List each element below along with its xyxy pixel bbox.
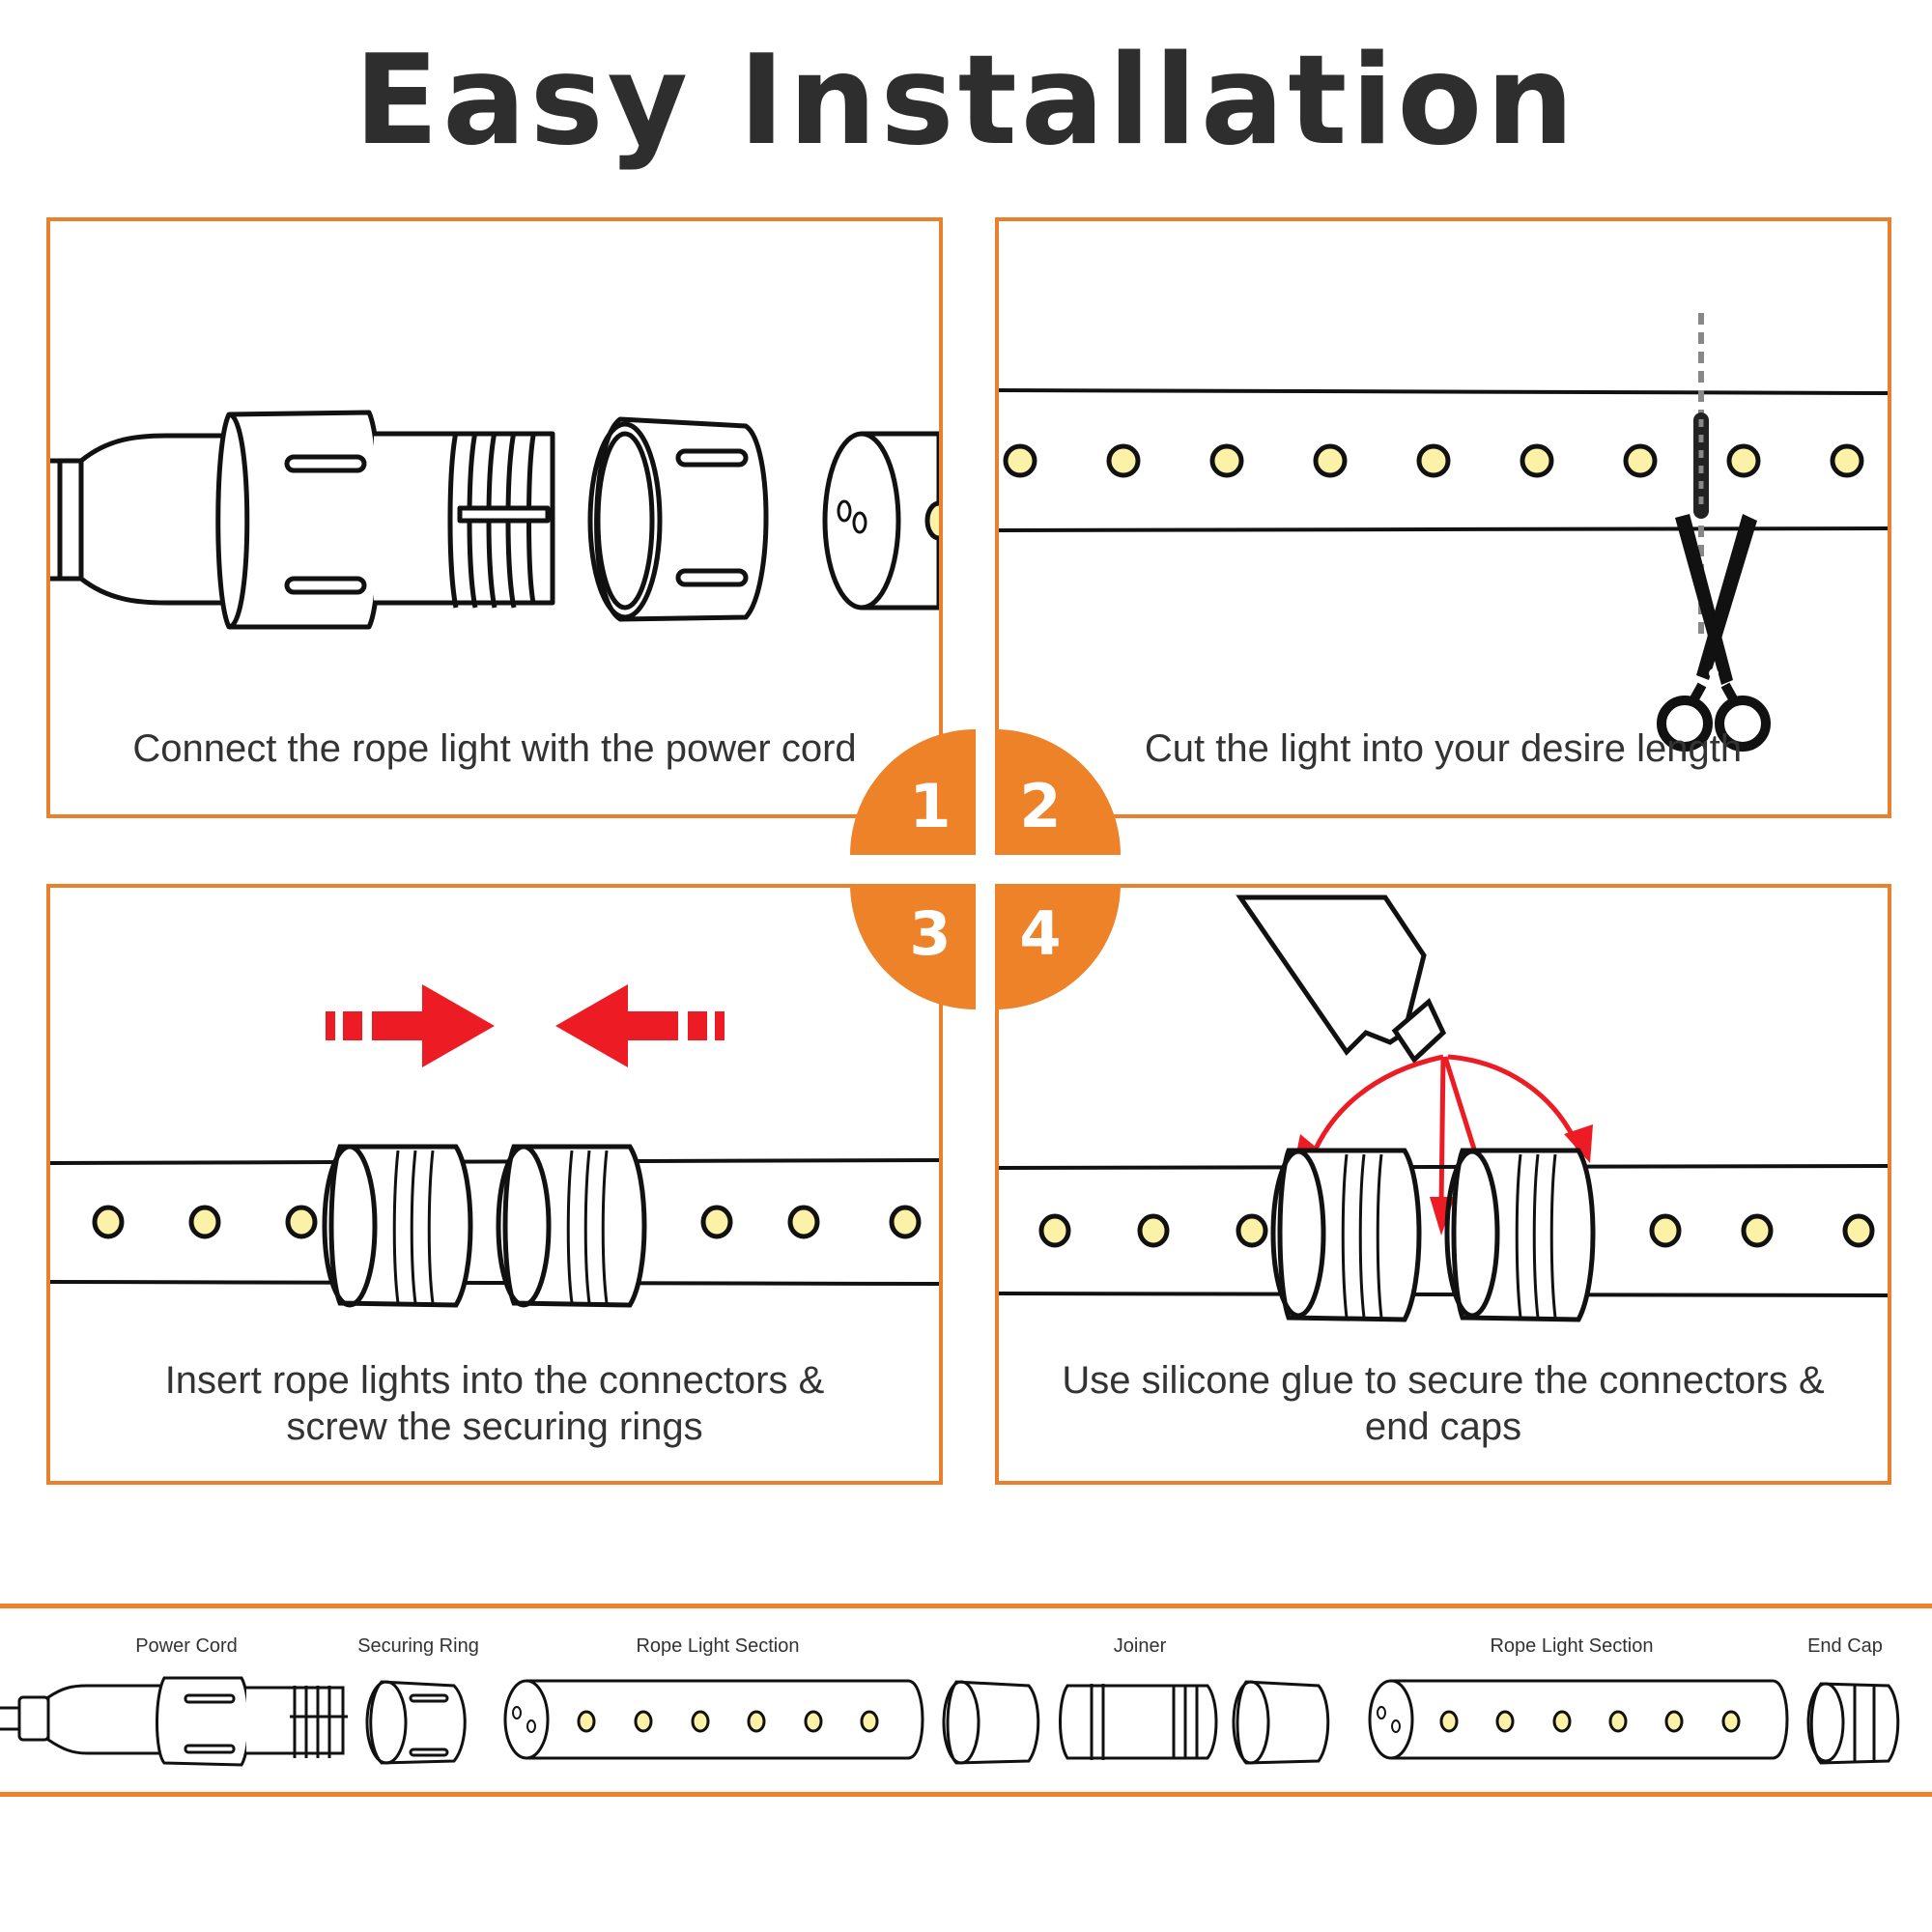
glue-tube-icon <box>1236 895 1447 1064</box>
led-dot <box>1313 443 1348 478</box>
step-1-panel: Connect the rope light with the power co… <box>46 217 943 818</box>
step-3-panel: Insert rope lights into the connectors &… <box>46 884 943 1485</box>
parts-legend: Power Cord Securing Ring Rope Light Sect… <box>0 1604 1932 1797</box>
power-cord-part <box>0 1676 348 1767</box>
led-dot <box>92 1205 125 1239</box>
step-4-caption-line-1: Use silicone glue to secure the connecto… <box>1062 1359 1825 1402</box>
page-title: Easy Installation <box>354 29 1578 173</box>
parts-illustration <box>0 1676 1900 1767</box>
step-3-caption-line-2: screw the securing rings <box>286 1406 703 1448</box>
led-dot <box>747 1710 766 1733</box>
led-dot <box>1741 1213 1774 1248</box>
pin-hole <box>512 1706 522 1719</box>
legend-label-joiner: Joiner <box>1113 1635 1167 1657</box>
legend-label-end-cap: End Cap <box>1807 1635 1883 1657</box>
legend-label-power-cord: Power Cord <box>135 1635 238 1657</box>
led-dot <box>1608 1710 1628 1733</box>
led-dot <box>691 1710 710 1733</box>
pin-hole <box>1377 1706 1386 1719</box>
joiner-part <box>942 1680 1330 1765</box>
glue-application-illustration <box>999 895 1888 1322</box>
led-dot <box>787 1205 820 1239</box>
led-dot <box>1623 443 1658 478</box>
led-dot <box>1236 1213 1268 1248</box>
led-dot <box>188 1205 221 1239</box>
pin-hole <box>1391 1719 1401 1733</box>
led-dot <box>1495 1710 1515 1733</box>
led-dot <box>889 1205 922 1239</box>
legend-label-rope-light-section-2: Rope Light Section <box>1490 1635 1654 1657</box>
led-dot <box>1038 1213 1071 1248</box>
push-arrows-icon <box>326 984 724 1067</box>
step-2-panel: Cut the light into your desire length <box>995 217 1891 818</box>
rope-light-section-part-2 <box>1368 1679 1789 1760</box>
power-cord-connection-illustration <box>50 410 939 630</box>
led-dot <box>577 1710 596 1733</box>
led-dot <box>634 1710 653 1733</box>
led-dot <box>1830 443 1864 478</box>
led-dot <box>804 1710 823 1733</box>
led-dot <box>1520 443 1554 478</box>
step-4-caption: Use silicone glue to secure the connecto… <box>999 1357 1888 1450</box>
step-4-caption-line-2: end caps <box>1364 1406 1522 1448</box>
step-2-caption: Cut the light into your desire length <box>1144 727 1743 770</box>
led-dot <box>1552 1710 1572 1733</box>
led-row <box>1003 443 1864 478</box>
led-row <box>92 1205 922 1239</box>
step-2-badge: 2 <box>995 729 1121 855</box>
legend-label-securing-ring: Securing Ring <box>357 1635 479 1657</box>
led-dot <box>1416 443 1451 478</box>
led-dot <box>700 1205 733 1239</box>
rope-light-section-part <box>503 1679 924 1760</box>
led-dot <box>1003 443 1037 478</box>
joiner-rings <box>322 1144 647 1308</box>
step-4-panel: Use silicone glue to secure the connecto… <box>995 884 1891 1485</box>
led-dot <box>1209 443 1244 478</box>
securing-ring-part <box>365 1680 467 1765</box>
led-dot <box>1649 1213 1682 1248</box>
scissors-icon <box>1657 514 1771 752</box>
end-cap-part <box>1806 1682 1900 1765</box>
led-dot <box>1137 1213 1170 1248</box>
led-dot <box>1842 1213 1875 1248</box>
joiner-rings <box>1270 1148 1596 1322</box>
step-3-caption-line-1: Insert rope lights into the connectors & <box>164 1359 825 1402</box>
led-dot <box>1439 1710 1459 1733</box>
step-3-caption: Insert rope lights into the connectors &… <box>50 1357 939 1450</box>
step-1-badge: 1 <box>850 729 976 855</box>
led-row <box>1038 1213 1875 1248</box>
led-dot <box>1726 443 1761 478</box>
led-dot <box>285 1205 318 1239</box>
pin-hole <box>526 1719 536 1733</box>
legend-label-rope-light-section: Rope Light Section <box>636 1635 800 1657</box>
step-1-caption: Connect the rope light with the power co… <box>132 727 857 770</box>
led-dot <box>1721 1710 1741 1733</box>
rope-light-cut-illustration <box>999 313 1888 752</box>
led-dot <box>860 1710 879 1733</box>
insert-connectors-illustration <box>50 984 939 1308</box>
led-dot <box>1664 1710 1684 1733</box>
led-dot <box>1106 443 1141 478</box>
